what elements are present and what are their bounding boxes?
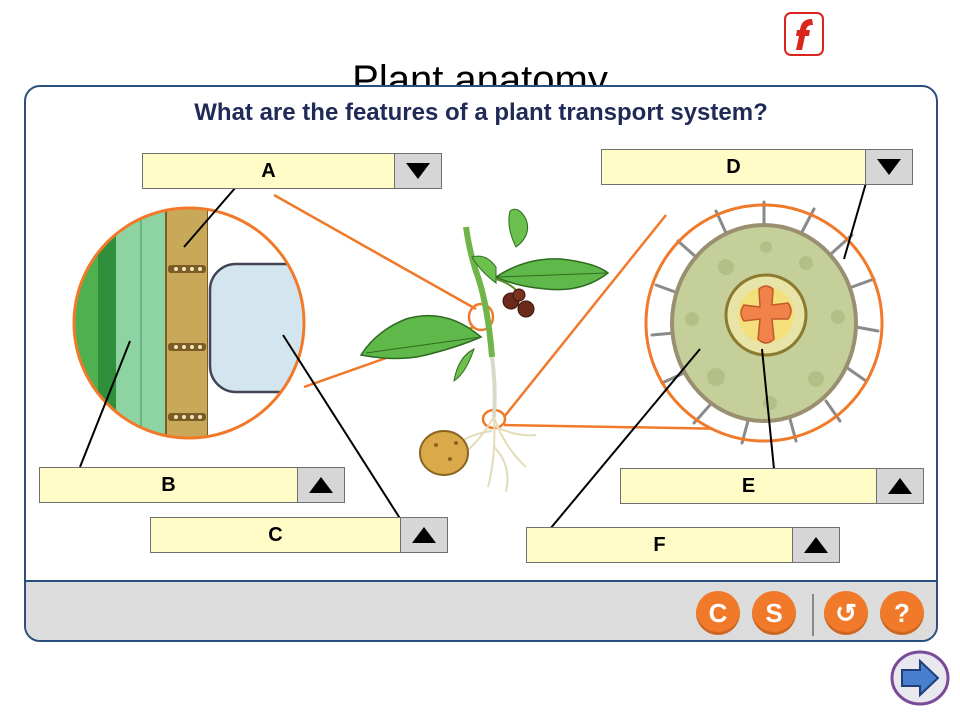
- plant-diagram: [72, 182, 884, 530]
- help-button[interactable]: ?: [880, 591, 924, 635]
- next-arrow-icon[interactable]: [890, 650, 950, 706]
- chevron-up-icon: [412, 527, 436, 543]
- chevron-up-icon: [888, 478, 912, 494]
- control-separator: [812, 594, 814, 636]
- dropdown-c-label: C: [268, 523, 283, 546]
- label-leader-lines: [79, 182, 867, 530]
- stem-cross-section: [72, 206, 306, 440]
- plant-illustration: [359, 208, 610, 493]
- reset-icon: ↺: [835, 597, 857, 628]
- dropdown-d-label: D: [726, 155, 741, 178]
- chevron-down-icon: [406, 163, 430, 179]
- chevron-up-icon: [804, 537, 828, 553]
- solution-button[interactable]: S: [752, 591, 796, 635]
- dropdown-b-arrow[interactable]: [297, 468, 344, 502]
- root-cross-section: [644, 200, 884, 445]
- chevron-up-icon: [309, 477, 333, 493]
- dropdown-e-arrow[interactable]: [876, 469, 923, 503]
- activity-panel: What are the features of a plant transpo…: [24, 85, 938, 642]
- label-dropdown-f[interactable]: F: [526, 527, 840, 563]
- label-dropdown-b[interactable]: B: [39, 467, 345, 503]
- dropdown-a-arrow[interactable]: [394, 154, 441, 188]
- dropdown-b-label: B: [161, 473, 176, 496]
- label-dropdown-e[interactable]: E: [620, 468, 924, 504]
- flash-icon: [784, 12, 824, 56]
- dropdown-f-label: F: [653, 533, 666, 556]
- label-dropdown-d[interactable]: D: [601, 149, 913, 185]
- dropdown-e-label: E: [741, 474, 756, 497]
- reset-button[interactable]: ↺: [824, 591, 868, 635]
- dropdown-d-arrow[interactable]: [865, 150, 912, 184]
- dropdown-a-label: A: [261, 159, 276, 182]
- check-button[interactable]: C: [696, 591, 740, 635]
- label-dropdown-c[interactable]: C: [150, 517, 448, 553]
- dropdown-c-arrow[interactable]: [400, 518, 447, 552]
- question-title: What are the features of a plant transpo…: [194, 99, 768, 126]
- dropdown-f-arrow[interactable]: [792, 528, 839, 562]
- label-dropdown-a[interactable]: A: [142, 153, 442, 189]
- chevron-down-icon: [877, 159, 901, 175]
